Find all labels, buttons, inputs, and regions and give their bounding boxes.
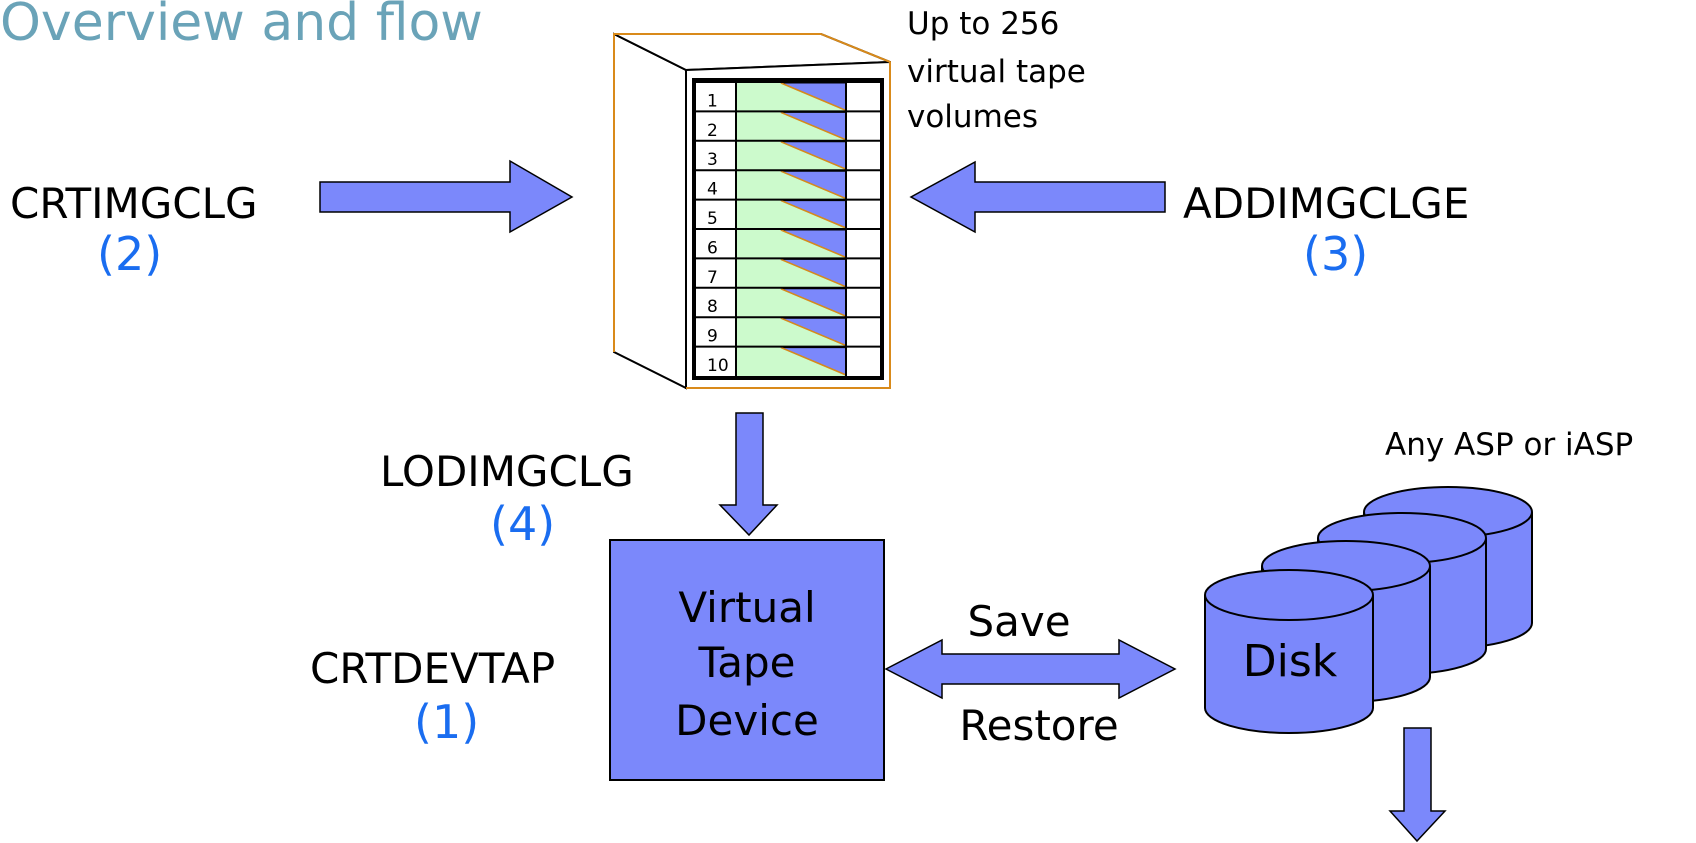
virtual-tape-device xyxy=(609,539,885,781)
disk-stack-icon xyxy=(1204,486,1533,734)
lodimgclg-label: LODIMGCLG xyxy=(380,447,634,496)
crtimgclg-arrow-icon xyxy=(319,159,574,234)
volume-slot: 7 xyxy=(696,257,880,288)
volume-slot: 9 xyxy=(696,316,880,347)
volume-slot: 8 xyxy=(696,286,880,317)
catalog-caption-line-1: Up to 256 xyxy=(907,6,1059,42)
volume-number: 3 xyxy=(707,150,718,170)
volume-slot: 1 xyxy=(696,81,880,112)
crtdevtap-label: CRTDEVTAP xyxy=(310,644,555,693)
asp-caption: Any ASP or iASP xyxy=(1385,427,1633,463)
restore-label: Restore xyxy=(959,701,1118,750)
addimgclge-label: ADDIMGCLGE xyxy=(1183,179,1469,228)
volume-number: 9 xyxy=(707,327,718,347)
volume-number: 1 xyxy=(707,91,718,111)
volume-number: 8 xyxy=(707,297,718,317)
save-restore-arrow-icon xyxy=(884,638,1177,700)
volume-slot: 6 xyxy=(696,228,880,259)
crtimgclg-label: CRTIMGCLG xyxy=(10,179,258,228)
volume-slot: 5 xyxy=(696,198,880,229)
device-label-line-3: Device xyxy=(675,696,819,745)
crtdevtap-step-number: (1) xyxy=(414,695,479,749)
volume-slots: 1 2 3 4 5 6 7 8 9 10 xyxy=(696,81,880,376)
volume-number: 4 xyxy=(707,180,718,200)
volume-slot: 4 xyxy=(696,169,880,200)
addimgclge-arrow-icon xyxy=(909,160,1166,234)
volume-number: 2 xyxy=(707,121,718,141)
crtimgclg-step-number: (2) xyxy=(97,227,162,281)
disk-label: Disk xyxy=(1243,636,1338,687)
volume-number: 7 xyxy=(707,268,718,288)
volume-number: 10 xyxy=(707,356,729,376)
lodimgclg-step-number: (4) xyxy=(490,497,555,551)
device-label-line-1: Virtual xyxy=(678,583,815,632)
page-title: Overview and flow xyxy=(0,0,483,53)
disk-cylinder-1 xyxy=(1204,569,1374,734)
disk-down-arrow-icon xyxy=(1388,727,1447,843)
volume-number: 6 xyxy=(707,238,718,258)
volume-slot: 10 xyxy=(696,345,880,376)
lodimgclg-arrow-icon xyxy=(718,412,779,537)
volume-number: 5 xyxy=(707,209,718,229)
image-catalog-cabinet-icon: 1 2 3 4 5 6 7 8 9 10 xyxy=(613,32,891,390)
volume-slot: 2 xyxy=(696,110,880,141)
device-label-line-2: Tape xyxy=(698,638,796,687)
save-label: Save xyxy=(967,597,1070,646)
catalog-caption-line-3: volumes xyxy=(907,99,1038,135)
catalog-caption-line-2: virtual tape xyxy=(907,54,1086,90)
addimgclge-step-number: (3) xyxy=(1303,227,1368,281)
